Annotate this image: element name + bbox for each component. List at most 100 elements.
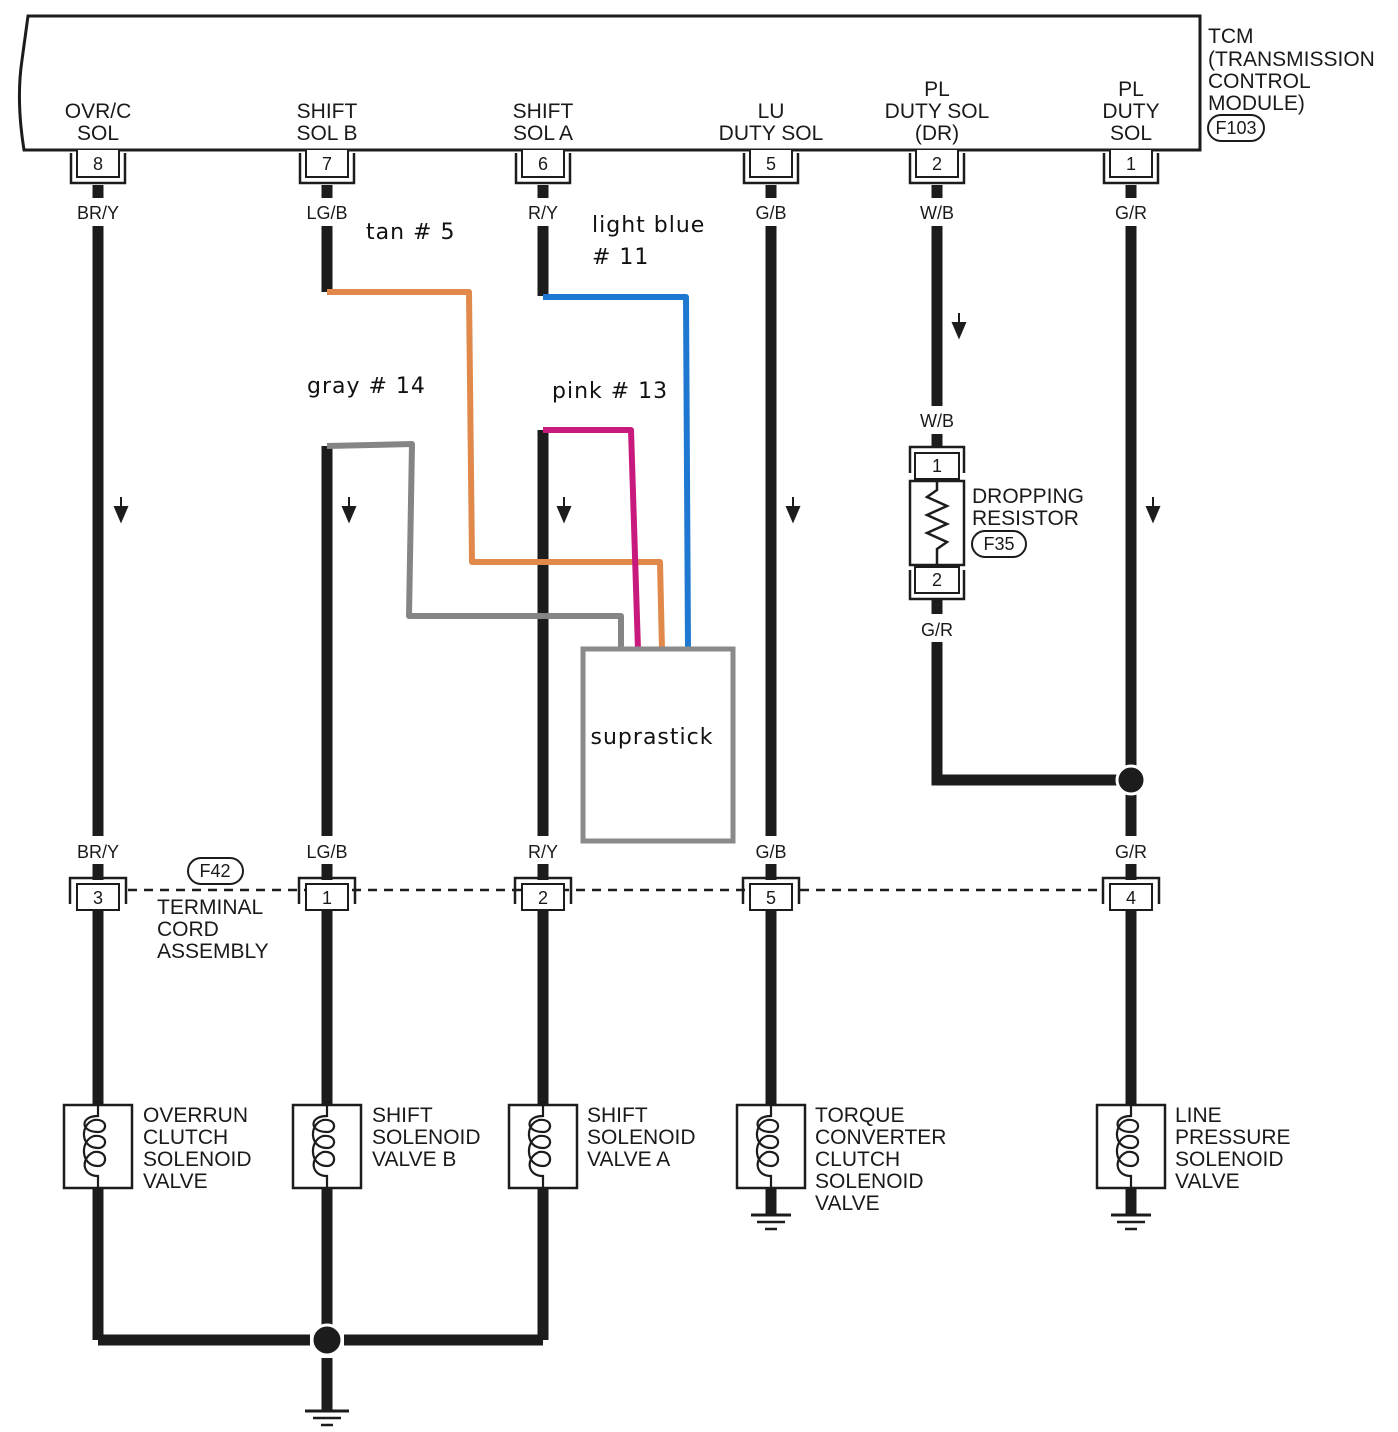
solenoid-label: LINE: [1175, 1104, 1222, 1127]
main-wires: [92, 185, 1137, 1410]
wire-code: G/R: [1115, 842, 1147, 862]
terminal-label: SOL B: [296, 122, 357, 145]
dropping-resistor: W/B 1 2 G/R DROPPING RESISTOR F35: [908, 411, 1084, 640]
wire-code: LG/B: [306, 203, 347, 223]
added-wires: [326, 289, 691, 651]
terminal-label: (DR): [915, 122, 959, 145]
wire-annotations: tan # 5 light blue # 11 gray # 14 pink #…: [307, 213, 705, 404]
terminal-cord-label: TERMINAL: [157, 896, 263, 919]
pink-wire: [543, 427, 641, 651]
annotation-tan: tan # 5: [366, 220, 455, 245]
connector-id-f35: F35: [983, 534, 1014, 554]
terminal-cord-label: CORD: [157, 918, 219, 941]
cord-pin: 3: [68, 876, 128, 911]
wire-code: BR/Y: [77, 842, 119, 862]
pin-number: 1: [1126, 154, 1136, 174]
tcm-title-line: CONTROL: [1208, 70, 1311, 93]
arrow-down-icon: [113, 497, 129, 524]
pin-number: 7: [322, 154, 332, 174]
solenoid-label: CONVERTER: [815, 1126, 946, 1149]
tcm-pin: 5: [742, 150, 800, 185]
wire-code: G/B: [755, 842, 786, 862]
tcm-terminal-labels: OVR/C SOL SHIFT SOL B SHIFT SOL A LU DUT…: [65, 78, 1160, 145]
ground-icon: [305, 1409, 349, 1427]
solenoid-label: CLUTCH: [815, 1148, 900, 1171]
solenoid-label: VALVE: [1175, 1170, 1240, 1193]
solenoid-label: VALVE A: [587, 1148, 670, 1171]
resistor-label: DROPPING: [972, 485, 1084, 508]
wire-code: G/B: [755, 203, 786, 223]
arrow-down-icon: [556, 497, 572, 524]
wire-code: BR/Y: [77, 203, 119, 223]
solenoid-label: OVERRUN: [143, 1104, 248, 1127]
terminal-label: SHIFT: [297, 100, 358, 123]
solenoid-label: SHIFT: [587, 1104, 648, 1127]
cord-pin: 5: [741, 876, 801, 911]
gray-wire: [326, 441, 624, 650]
cord-pin: 2: [513, 876, 573, 911]
solenoid-label: SOLENOID: [372, 1126, 481, 1149]
terminal-label: OVR/C: [65, 100, 132, 123]
tcm-pin: 6: [514, 150, 572, 185]
annotation-light-blue: light blue: [592, 213, 705, 238]
wire-code: W/B: [920, 203, 954, 223]
solenoid-label: CLUTCH: [143, 1126, 228, 1149]
annotation-light-blue: # 11: [592, 245, 649, 270]
solenoid-coil-icon: [735, 1103, 807, 1190]
current-arrows: [113, 313, 1161, 524]
suprastick-outline: [580, 646, 736, 844]
tcm-wire-codes: BR/Y LG/B R/Y G/B W/B G/R: [77, 203, 1147, 223]
solenoid-label: SHIFT: [372, 1104, 433, 1127]
pin-number: 1: [932, 456, 942, 476]
terminal-label: SOL: [77, 122, 119, 145]
solenoid-coil-icon: [507, 1103, 579, 1190]
arrow-down-icon: [1145, 497, 1161, 524]
solenoid-label: SOLENOID: [815, 1170, 924, 1193]
terminal-label: SOL A: [513, 122, 573, 145]
tcm-title-line: MODULE): [1208, 92, 1305, 115]
tcm-pin: 1: [1102, 150, 1160, 185]
wire-code: G/R: [921, 620, 953, 640]
terminal-label: LU: [758, 100, 785, 123]
annotation-gray: gray # 14: [307, 374, 426, 399]
pin-number: 5: [766, 154, 776, 174]
ground-icon: [1111, 1213, 1151, 1231]
suprastick-box: suprastick: [580, 646, 736, 844]
terminal-label: PL: [924, 78, 950, 101]
solenoid-valves: OVERRUN CLUTCH SOLENOID VALVE SHIFT SOLE…: [62, 1103, 1291, 1215]
annotation-pink: pink # 13: [552, 379, 668, 404]
terminal-label: SHIFT: [513, 100, 574, 123]
pin-number: 2: [932, 570, 942, 590]
tcm-pin: 2: [908, 150, 966, 185]
splice-point: [1115, 764, 1147, 796]
wire-code: LG/B: [306, 842, 347, 862]
wire-code: R/Y: [528, 203, 558, 223]
resistor-icon: [923, 481, 951, 565]
tcm-title-line: TCM: [1208, 25, 1254, 48]
pin-number: 2: [538, 888, 548, 908]
solenoid-label: SOLENOID: [1175, 1148, 1284, 1171]
arrow-down-icon: [951, 313, 967, 340]
terminal-label: DUTY SOL: [885, 100, 990, 123]
connector-badge: [187, 857, 244, 885]
connector-id-f103: F103: [1215, 118, 1256, 138]
wire-code: G/R: [1115, 203, 1147, 223]
wire-g-r: [931, 642, 1120, 786]
tcm-title-line: (TRANSMISSION: [1208, 48, 1375, 71]
solenoid-label: VALVE: [143, 1170, 208, 1193]
pin-number: 1: [322, 888, 332, 908]
tcm-module: [17, 14, 1202, 152]
arrow-down-icon: [341, 497, 357, 524]
arrow-down-icon: [785, 497, 801, 524]
solenoid-label: PRESSURE: [1175, 1126, 1291, 1149]
tan-wire: [327, 289, 665, 651]
tcm-title: TCM (TRANSMISSION CONTROL MODULE) F103: [1207, 25, 1375, 142]
light-blue-wire: [543, 294, 691, 651]
terminal-label: DUTY: [1102, 100, 1159, 123]
ground-icon: [751, 1213, 791, 1231]
terminal-label: SOL: [1110, 122, 1152, 145]
